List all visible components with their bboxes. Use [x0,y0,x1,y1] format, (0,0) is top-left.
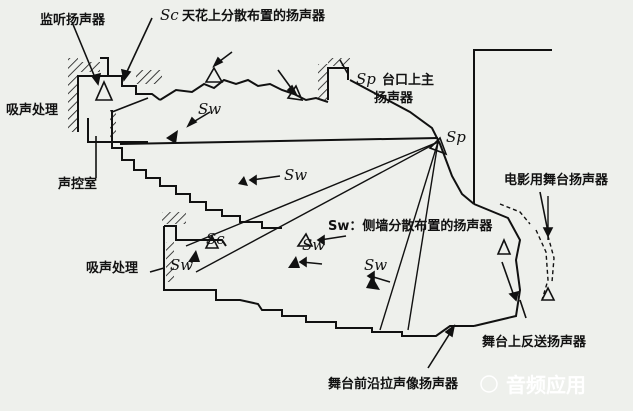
ceiling-hatch [136,70,162,84]
sw-symbol-3: Sw [302,236,325,254]
stage-front-speaker-label: 舞台前沿拉声像扬声器 [327,376,459,392]
stage-edge [473,203,522,327]
main-speaker-triangle [428,136,448,156]
sp-main-symbol: Sp [356,70,376,88]
sw-symbol-4: Sw [170,256,193,274]
cinema-stage-speaker-label: 电影用舞台扬声器 [504,172,609,188]
sc-ceiling-symbol: Sc [160,6,179,24]
sp-main-label-2: 扬声器 [374,90,414,106]
lower-sc-speaker-triangle [204,234,220,249]
upper-booth-structure [68,57,161,143]
sw-symbol-1: Sw [198,100,221,118]
sound-rays [185,141,439,331]
proscenium-structure [318,49,552,205]
sw-speaker-filled-4 [288,256,300,268]
stage-return-speaker-label: 舞台上反送扬声器 [481,334,587,350]
stage-return-triangle [540,286,556,301]
absorption-lower-label: 吸声处理 [86,260,138,276]
sw-speaker-filled-5 [366,276,380,290]
watermark: 音频应用 [480,373,586,397]
control-room-label: 声控室 [57,176,97,192]
sc-ceiling-label: 天花上分散布置的扬声器 [182,8,326,24]
lower-balcony-structure [162,212,474,337]
sw-symbol-5: Sw [364,256,387,274]
monitor-speaker-triangle [94,80,114,101]
sc-symbol-2: Sc [206,230,225,248]
watermark-text: 音频应用 [506,373,586,397]
sw-symbol-2: Sw [284,166,307,184]
ceiling-speaker-triangle-1 [204,66,224,83]
sw-wall-label: Sw：侧墙分散布置的扬声器 [328,218,493,234]
balcony-front-line [119,137,439,145]
arrows [71,17,554,369]
sp-point-symbol: Sp [446,128,466,146]
upper-balcony-steps [111,110,282,229]
sw-speaker-filled-3 [188,250,200,262]
ceiling-line [159,78,329,103]
absorption-upper-label: 吸声处理 [6,102,58,118]
sw-speaker-filled-1 [166,130,178,144]
cinema-speaker-triangle [496,237,512,255]
monitor-speaker-label: 监听扬声器 [40,12,106,28]
sw-outline-triangle [296,232,314,247]
sp-main-label-1: 台口上主 [382,72,434,88]
sw-speaker-filled-2 [238,176,248,186]
